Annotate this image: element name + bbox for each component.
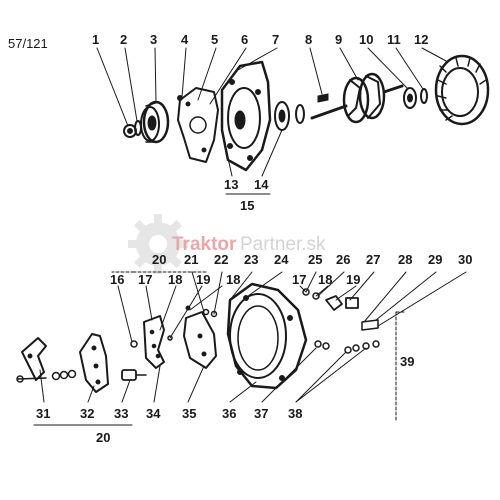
top-leader-lines <box>96 47 449 195</box>
nuts-small-part <box>51 369 77 381</box>
part-number-34: 34 <box>146 406 161 421</box>
part-number-19-right: 19 <box>346 272 360 287</box>
part-number-18-right: 18 <box>318 272 332 287</box>
bottom-number-labels: 31 32 33 34 35 36 37 38 20 <box>36 406 302 445</box>
part-number-15: 15 <box>240 198 254 213</box>
part-number-32: 32 <box>80 406 94 421</box>
diode-small-part <box>130 340 138 348</box>
diode-plate-part <box>79 333 109 393</box>
regulator-bracket-part <box>21 337 47 381</box>
part-number-24: 24 <box>274 252 289 267</box>
part-number-12: 12 <box>414 32 428 47</box>
brush-holder-part <box>183 305 217 369</box>
part-number-16: 16 <box>110 272 124 287</box>
part-number-8: 8 <box>305 32 312 47</box>
part-number-4: 4 <box>181 32 189 47</box>
part-number-2: 2 <box>120 32 127 47</box>
part-number-5: 5 <box>211 32 218 47</box>
rear-housing-part <box>226 282 308 390</box>
lower-row2-labels: 16 17 18 19 18 17 18 19 <box>110 272 360 287</box>
part-number-6: 6 <box>241 32 248 47</box>
part-number-37: 37 <box>254 406 268 421</box>
part-number-26: 26 <box>336 252 350 267</box>
part-number-22: 22 <box>214 252 228 267</box>
part-number-19-left: 19 <box>196 272 210 287</box>
part-number-30: 30 <box>458 252 472 267</box>
part-number-35: 35 <box>182 406 196 421</box>
part-number-11: 11 <box>387 32 401 47</box>
rear-bearing-part <box>403 87 417 109</box>
watermark-brand-b: Partner.sk <box>240 234 326 255</box>
key-part <box>317 93 329 103</box>
part-number-1: 1 <box>92 32 99 47</box>
mid-number-labels: 13 14 15 <box>224 177 269 213</box>
part-number-10: 10 <box>359 32 373 47</box>
terminal-nuts-part <box>302 288 359 311</box>
top-number-labels: 1 2 3 4 5 6 7 8 9 10 11 12 <box>92 32 428 47</box>
part-number-25: 25 <box>308 252 322 267</box>
part-number-13: 13 <box>224 177 238 192</box>
part-number-18-left: 18 <box>168 272 182 287</box>
fan-plate-part <box>177 87 219 163</box>
front-housing-part <box>220 60 272 172</box>
part-number-23: 23 <box>244 252 258 267</box>
part-number-3: 3 <box>150 32 157 47</box>
spring-washer-part <box>420 88 428 104</box>
part-number-33: 33 <box>114 406 128 421</box>
part-number-28: 28 <box>398 252 412 267</box>
bolt-row-part <box>314 319 380 354</box>
part-number-27: 27 <box>366 252 380 267</box>
part-number-29: 29 <box>428 252 442 267</box>
part-number-39: 39 <box>400 354 414 369</box>
capacitor-part <box>121 369 147 381</box>
lower-leader-lines <box>33 271 467 426</box>
part-number-20-group: 20 <box>96 430 110 445</box>
part-number-18-center: 18 <box>226 272 240 287</box>
part-number-14: 14 <box>254 177 269 192</box>
part-number-17-left: 17 <box>138 272 152 287</box>
lower-row1-labels: 20 21 22 23 24 25 26 27 28 29 30 <box>152 252 472 267</box>
part-number-36: 36 <box>222 406 236 421</box>
part-number-7: 7 <box>272 32 279 47</box>
part-number-21: 21 <box>184 252 198 267</box>
part-number-20-top: 20 <box>152 252 166 267</box>
part-number-31: 31 <box>36 406 50 421</box>
watermark-brand-a: Traktor <box>172 234 237 255</box>
part-number-38: 38 <box>288 406 302 421</box>
spacer-part <box>295 104 305 124</box>
insulating-plate-part <box>143 315 165 369</box>
pulley-part <box>140 100 170 144</box>
rotor-part <box>310 72 404 124</box>
part-number-9: 9 <box>335 32 342 47</box>
bearing-part <box>274 101 290 131</box>
stator-part <box>434 54 490 126</box>
page-reference: 57/121 <box>8 36 48 51</box>
part-number-17-right: 17 <box>292 272 306 287</box>
watermark-gear-icon <box>128 214 188 274</box>
